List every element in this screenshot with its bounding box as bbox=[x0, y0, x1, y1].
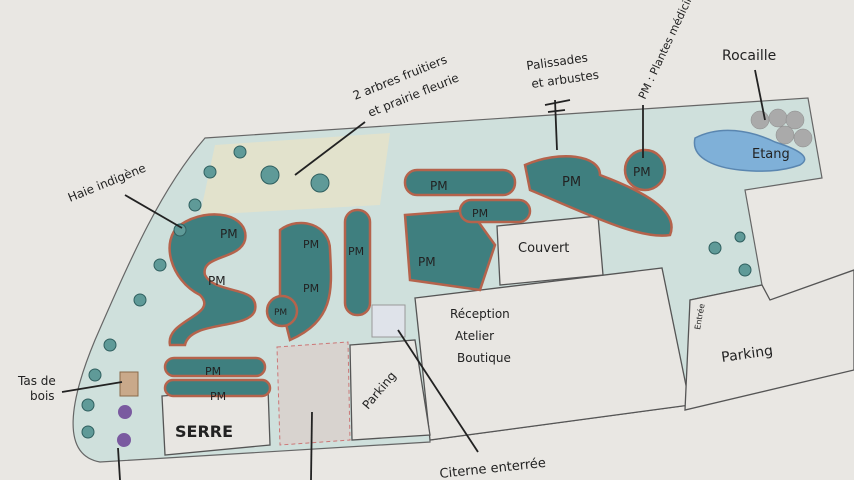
svg-text:PM: PM bbox=[208, 274, 226, 288]
purple-plant bbox=[117, 433, 131, 447]
svg-text:PM: PM bbox=[210, 390, 226, 403]
pm-labels: PM PM PM PM PM PM PM PM PM PM PM PM PM bbox=[205, 165, 651, 403]
boutique-label: Boutique bbox=[457, 351, 511, 365]
etang-label: Etang bbox=[752, 147, 790, 162]
parking-right bbox=[684, 269, 854, 411]
couvert-building bbox=[496, 215, 604, 286]
svg-text:PM: PM bbox=[562, 175, 581, 190]
reception-label: Réception bbox=[450, 307, 510, 321]
entree-label: Entrée bbox=[692, 303, 706, 331]
couvert-label: Couvert bbox=[518, 241, 569, 256]
svg-text:PM: PM bbox=[430, 179, 448, 193]
svg-text:PM: PM bbox=[205, 365, 221, 378]
atelier-label: Atelier bbox=[455, 329, 494, 343]
parking-right-label: Parking bbox=[720, 343, 774, 366]
rocaille bbox=[750, 108, 813, 148]
tas-label-1: Tas de bbox=[17, 374, 56, 388]
svg-text:PM: PM bbox=[472, 207, 488, 220]
purple-plant bbox=[118, 405, 132, 419]
svg-text:PM: PM bbox=[303, 282, 319, 295]
svg-text:PM: PM bbox=[633, 165, 651, 179]
pm-beds bbox=[163, 148, 673, 398]
tas-label-2: bois bbox=[30, 389, 55, 403]
textured-area bbox=[276, 341, 351, 446]
svg-text:PM: PM bbox=[303, 238, 319, 251]
svg-text:PM: PM bbox=[274, 308, 287, 318]
rocaille-label: Rocaille bbox=[722, 48, 776, 64]
svg-text:PM: PM bbox=[348, 245, 364, 258]
serre-label: SERRE bbox=[175, 422, 233, 441]
parking-left bbox=[349, 339, 431, 441]
woodpile bbox=[119, 371, 139, 397]
svg-text:PM: PM bbox=[418, 255, 436, 269]
pond bbox=[693, 129, 806, 172]
svg-text:PM: PM bbox=[220, 227, 238, 241]
hedge-bushes bbox=[81, 145, 752, 439]
